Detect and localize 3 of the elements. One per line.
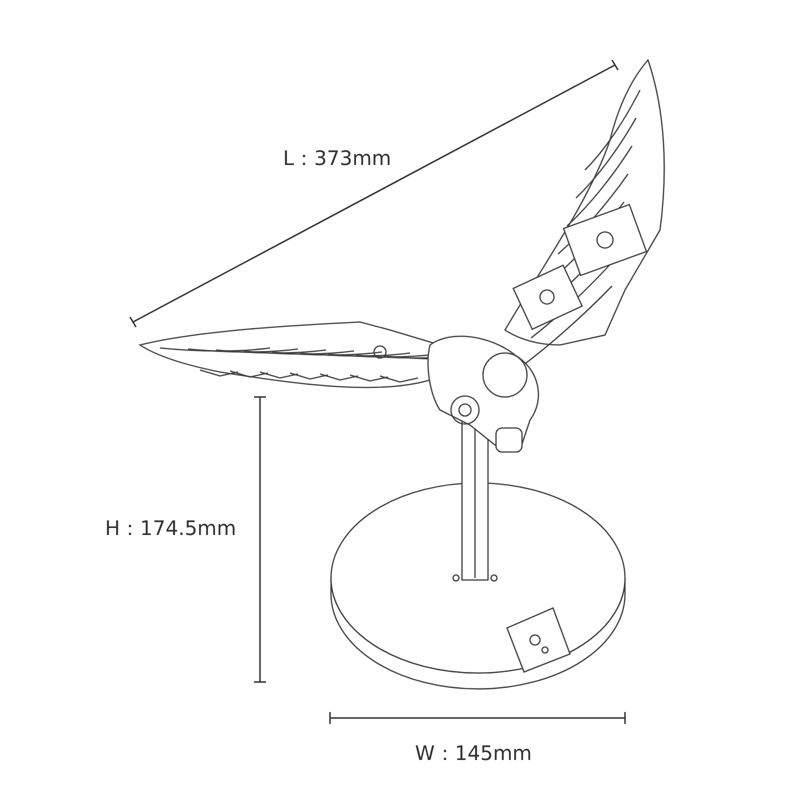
dimension-label: H：174.5mm xyxy=(105,518,236,538)
dimension-label: L：373mm xyxy=(283,148,392,168)
dimension-label: W：145mm xyxy=(415,743,532,763)
